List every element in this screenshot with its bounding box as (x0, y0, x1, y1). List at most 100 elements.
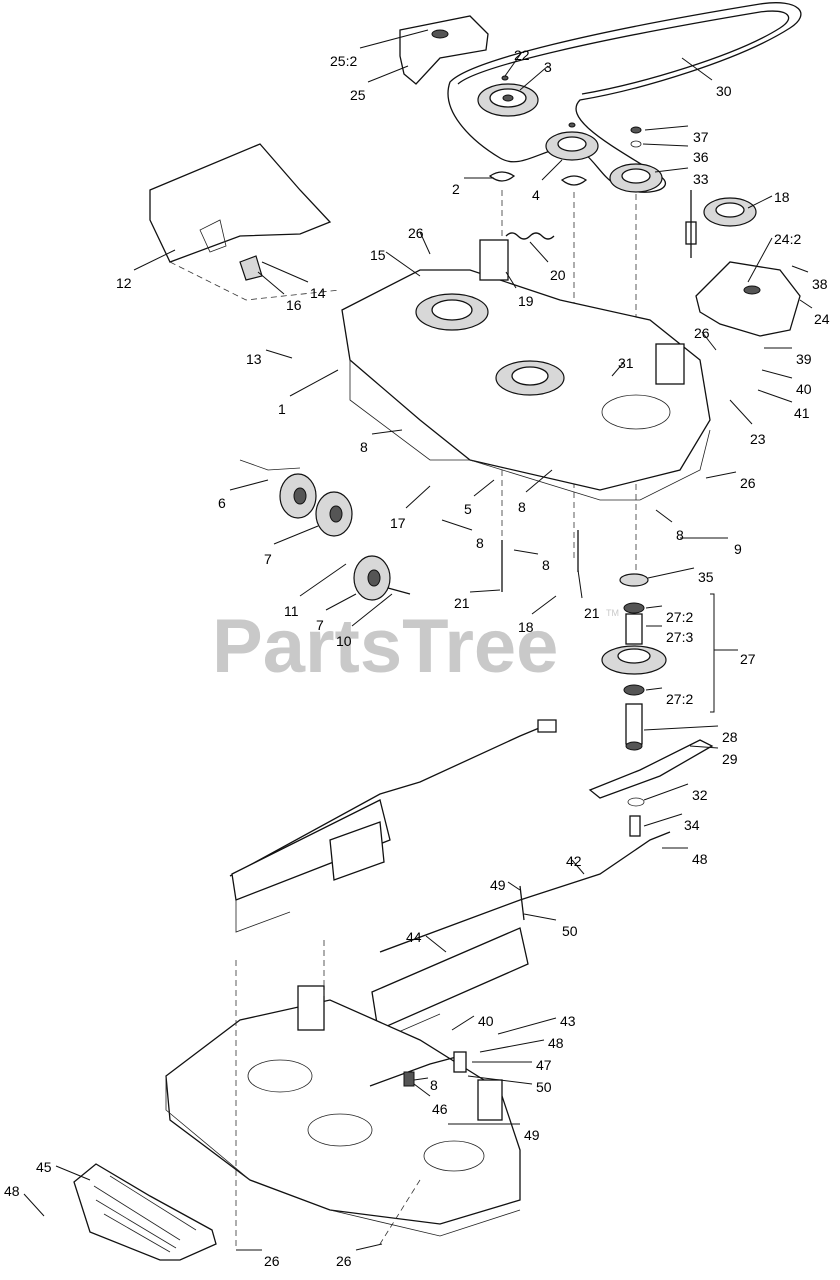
leader-line-c31 (611, 361, 625, 377)
callout-c28: 28 (722, 729, 738, 745)
blade-washer-32 (627, 797, 645, 807)
extension-spring-20 (505, 232, 555, 240)
step-plate-rib-2 (95, 1199, 177, 1249)
cover-knob-right (743, 285, 761, 295)
callout-c39: 39 (796, 351, 812, 367)
bearing-27-2-lower (623, 684, 645, 696)
pulley-33-hub (621, 168, 651, 184)
wheel-axle-bracket-6 (239, 459, 301, 471)
callout-c10: 10 (336, 633, 352, 649)
wheel-2-hub (329, 505, 343, 523)
leader-line-c8c (441, 519, 473, 531)
wheel-3-hub (367, 569, 381, 587)
callout-c13: 13 (246, 351, 262, 367)
bushing-4 (560, 175, 588, 186)
callout-c35: 35 (698, 569, 714, 585)
leader-line-c48b (479, 1039, 545, 1053)
leader-line-c13 (265, 349, 293, 359)
lower-deck-post-left (297, 985, 325, 1031)
callout-c6: 6 (218, 495, 226, 511)
leader-line-c35 (647, 567, 695, 579)
idler-18-hub (715, 202, 745, 218)
drive-belt-inner (457, 10, 790, 95)
leader-line-c26a (419, 231, 431, 255)
leader-line-c43 (497, 1017, 557, 1035)
leader-line-c21b (577, 569, 583, 599)
callout-c31: 31 (618, 355, 634, 371)
pulley-3-bore (502, 94, 514, 102)
callout-c1: 1 (278, 401, 286, 417)
leader-line-c8d (655, 509, 673, 523)
leader-line-c25-2 (359, 29, 429, 49)
callout-c11: 11 (284, 603, 299, 619)
deck-step-plate-45 (73, 1163, 217, 1261)
callout-c50b: 50 (536, 1079, 552, 1095)
callout-c45: 45 (36, 1159, 52, 1175)
callout-c8f: 8 (430, 1077, 438, 1093)
callout-c48b: 48 (548, 1035, 564, 1051)
deck-post-right (655, 343, 685, 385)
washer-36 (630, 140, 642, 148)
callout-c7b: 7 (316, 617, 324, 633)
callout-c37: 37 (693, 129, 709, 145)
leader-line-c46 (413, 1083, 431, 1097)
lift-rod-upper (229, 725, 545, 877)
callout-c47: 47 (536, 1057, 552, 1073)
callout-c26d: 26 (264, 1253, 280, 1269)
callout-c24-2: 24:2 (774, 231, 801, 247)
spring-16 (239, 255, 263, 281)
leader-line-c27-2b (645, 687, 663, 691)
drive-belt (447, 2, 802, 193)
leader-line-c19 (505, 271, 517, 289)
baffle-upper-left-flange (235, 900, 291, 933)
watermark-tm: TM (606, 608, 619, 618)
callout-c43: 43 (560, 1013, 576, 1029)
mower-deck-lower (165, 999, 521, 1225)
callout-c7a: 7 (264, 551, 272, 567)
leader-line-c34 (643, 813, 683, 827)
leader-line-c1 (289, 369, 339, 397)
spindle-seal-35 (619, 573, 649, 587)
leader-line-c10 (351, 593, 393, 627)
callout-c5: 5 (464, 501, 472, 517)
lower-deck-opening-center (307, 1113, 373, 1147)
lower-deck-skirt-right (329, 1209, 521, 1237)
leader-line-c14 (261, 261, 309, 283)
rod-end-upper (537, 719, 557, 733)
callout-c19: 19 (518, 293, 534, 309)
lift-rod-42 (379, 831, 671, 953)
bushing-2 (488, 171, 516, 182)
leader-line-c40b (451, 1015, 475, 1031)
callout-c21a: 21 (454, 595, 470, 611)
leader-line-c32 (643, 783, 689, 801)
callout-c25: 25 (350, 87, 366, 103)
baffle-upper-left (231, 799, 391, 901)
baffle-44 (371, 927, 529, 1031)
leader-line-c8e (513, 549, 539, 555)
belt-cover-right (695, 261, 801, 337)
leader-line-c49a (507, 881, 521, 891)
leader-line-c40a (761, 369, 793, 379)
leader-line-c30 (681, 57, 713, 81)
lower-deck-opening-left (247, 1059, 313, 1093)
leader-line-c8b (525, 469, 553, 493)
callout-c50a: 50 (562, 923, 578, 939)
leader-line-c48c (23, 1193, 45, 1217)
spindle-opening-right (601, 394, 671, 430)
pulley-4-hub (557, 136, 587, 152)
nut-22 (501, 75, 509, 81)
leader-line-c33 (654, 167, 689, 173)
leader-line-c38 (791, 265, 809, 273)
callout-c8a: 8 (360, 439, 368, 455)
callout-c26c: 26 (740, 475, 756, 491)
callout-c49a: 49 (490, 877, 506, 893)
deck-skirt-left (349, 360, 470, 461)
callout-c32: 32 (692, 787, 708, 803)
callout-c46: 46 (432, 1101, 448, 1117)
callout-c40a: 40 (796, 381, 812, 397)
callout-c42: 42 (566, 853, 582, 869)
leader-line-c12 (133, 249, 176, 271)
callout-c40b: 40 (478, 1013, 494, 1029)
